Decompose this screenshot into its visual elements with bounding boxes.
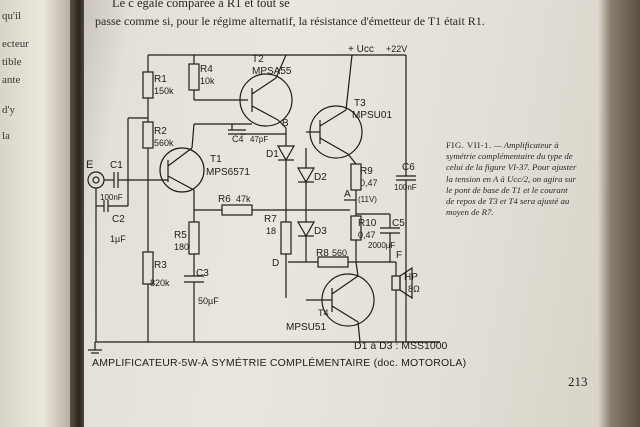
left-page-line: la — [2, 130, 10, 142]
body-text-line: passe comme si, pour le régime alternati… — [95, 14, 485, 28]
t4-type: MPSU51 — [286, 322, 326, 333]
c5-label: C5 — [392, 218, 405, 229]
left-page: qu'il ecteur tible ante d'y la — [0, 0, 78, 427]
r5-label: R5 — [174, 230, 187, 241]
r7-label: R7 — [264, 214, 277, 225]
r8-value: 560 — [332, 248, 347, 258]
left-page-line: ecteur — [2, 38, 29, 50]
supply-label: + Ucc — [348, 44, 374, 55]
c3-label: C3 — [196, 268, 209, 279]
page-number: 213 — [568, 374, 588, 389]
node-d-label: D — [272, 258, 279, 269]
r4-label: R4 — [200, 64, 213, 75]
body-text-line: Le c égale comparée à R1 et tout se — [112, 0, 290, 10]
c4-label: C4 — [232, 134, 244, 144]
r10-label: R10 — [358, 218, 377, 229]
c5-value: 2000µF — [368, 241, 395, 250]
diode-note: D1 à D3 : MSS1000 — [354, 340, 448, 352]
t3-label: T3 — [354, 98, 366, 109]
r2-value: 560k — [154, 138, 174, 148]
r10-value: 0,47 — [358, 230, 376, 240]
schematic-title: AMPLIFICATEUR-5W-À SYMÉTRIE COMPLÉMENTAI… — [92, 357, 467, 369]
d1-label: D1 — [266, 149, 279, 160]
c1-value: 100nF — [100, 193, 123, 202]
r3-value: 820k — [150, 278, 170, 288]
r9-value: 0,47 — [360, 178, 378, 188]
c4-value: 47pF — [250, 135, 268, 144]
node-b-label: B — [282, 118, 289, 129]
t2-type: MPSA55 — [252, 66, 292, 77]
node-a-label: A — [344, 189, 351, 200]
c6-label: C6 — [402, 162, 415, 173]
supply-voltage-label: +22V — [386, 44, 407, 54]
d3-label: D3 — [314, 226, 327, 237]
r7-value: 18 — [266, 226, 276, 236]
t1-label: T1 — [210, 154, 222, 165]
figure-caption: FIG. VII-1. — Amplificateur à symétrie c… — [446, 140, 578, 218]
page-edge-shadow — [598, 0, 640, 427]
node-f-label: F — [396, 250, 402, 261]
c2-value: 1µF — [110, 234, 126, 244]
r9-label: R9 — [360, 166, 373, 177]
r2-label: R2 — [154, 126, 167, 137]
figure-number: FIG. VII-1. — [446, 140, 492, 150]
r6-value: 47k — [236, 194, 251, 204]
c6-value: 100nF — [394, 183, 417, 192]
c2-label: C2 — [112, 214, 125, 225]
book-gutter — [70, 0, 88, 427]
t3-type: MPSU01 — [352, 110, 392, 121]
r4-value: 10k — [200, 76, 215, 86]
c1-label: C1 — [110, 160, 123, 171]
left-page-line: tible — [2, 56, 22, 68]
node-a-voltage: (11V) — [358, 195, 377, 204]
d2-label: D2 — [314, 172, 327, 183]
left-page-line: d'y — [2, 104, 15, 116]
r1-label: R1 — [154, 74, 167, 85]
left-page-line: ante — [2, 74, 21, 86]
t4-label: T4 — [318, 308, 329, 318]
r1-value: 150k — [154, 86, 174, 96]
left-page-line: qu'il — [2, 10, 22, 22]
r5-value: 180 — [174, 242, 189, 252]
t2-label: T2 — [252, 54, 264, 65]
r6-label: R6 — [218, 194, 231, 205]
hp-value: 8Ω — [408, 284, 420, 294]
c3-value: 50µF — [198, 296, 219, 306]
figure-caption-text: — Amplificateur à symétrie complémentair… — [446, 140, 577, 218]
t1-type: MPS6571 — [206, 167, 250, 178]
node-e-label: E — [86, 159, 93, 171]
hp-label: HP — [404, 272, 418, 283]
r8-label: R8 — [316, 248, 329, 259]
r3-label: R3 — [154, 260, 167, 271]
